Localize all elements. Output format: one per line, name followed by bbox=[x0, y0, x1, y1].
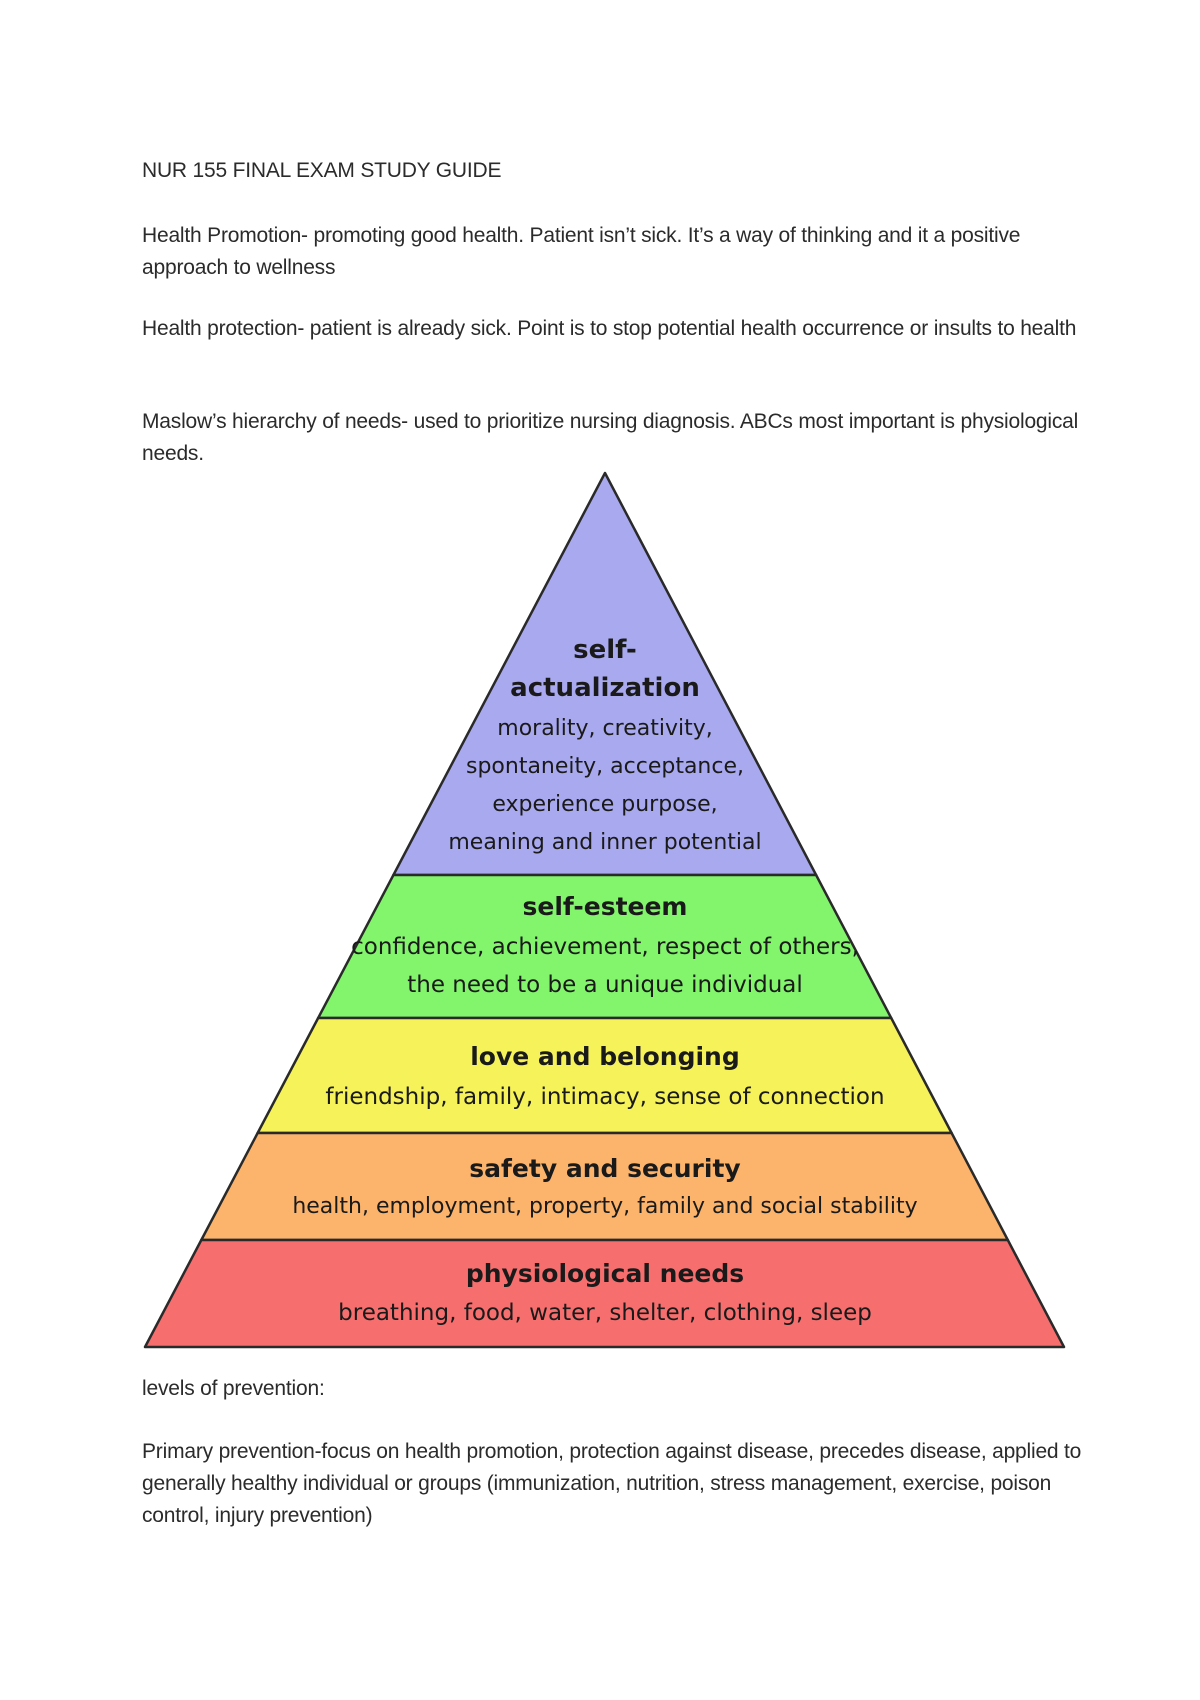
pyramid-level-4 bbox=[200, 1131, 1010, 1242]
pyramid-level-3-title: love and belonging bbox=[470, 1042, 740, 1071]
pyramid-level-2-description: confidence, achievement, respect of othe… bbox=[351, 934, 859, 960]
pyramid-level-5-title: physiological needs bbox=[466, 1259, 744, 1288]
pyramid-level-3-description: friendship, family, intimacy, sense of c… bbox=[325, 1084, 884, 1110]
health-promotion-paragraph: Health Promotion- promoting good health.… bbox=[142, 224, 1021, 279]
pyramid-level-5-description: breathing, food, water, shelter, clothin… bbox=[338, 1300, 872, 1326]
pyramid-level-2-title: self-esteem bbox=[523, 892, 688, 921]
pyramid-level-3 bbox=[256, 1016, 953, 1135]
pyramid-level-1-title: actualization bbox=[510, 673, 700, 703]
maslow-pyramid-diagram: self-actualization morality, creativity, s… bbox=[143, 471, 1066, 1349]
pyramid-level-1-description: experience purpose, bbox=[492, 792, 717, 817]
pyramid-level-1-description: meaning and inner potential bbox=[448, 830, 761, 855]
levels-of-prevention-heading: levels of prevention: bbox=[142, 1377, 325, 1400]
pyramid-level-5 bbox=[143, 1238, 1066, 1349]
pyramid-level-1-description: morality, creativity, bbox=[497, 716, 712, 741]
pyramid-level-2-description: the need to be a unique individual bbox=[407, 972, 803, 998]
health-protection-paragraph: Health protection- patient is already si… bbox=[142, 317, 1077, 340]
maslow-paragraph: Maslow’s hierarchy of needs- used to pri… bbox=[142, 410, 1079, 465]
pyramid-level-4-description: health, employment, property, family and… bbox=[292, 1194, 917, 1219]
pyramid-level-4-title: safety and security bbox=[469, 1154, 740, 1183]
primary-prevention-paragraph: Primary prevention-focus on health promo… bbox=[142, 1440, 1082, 1527]
pyramid-level-1-title: self- bbox=[573, 635, 637, 665]
pyramid-level-1-description: spontaneity, acceptance, bbox=[466, 754, 744, 779]
document-title: NUR 155 FINAL EXAM STUDY GUIDE bbox=[142, 159, 502, 182]
